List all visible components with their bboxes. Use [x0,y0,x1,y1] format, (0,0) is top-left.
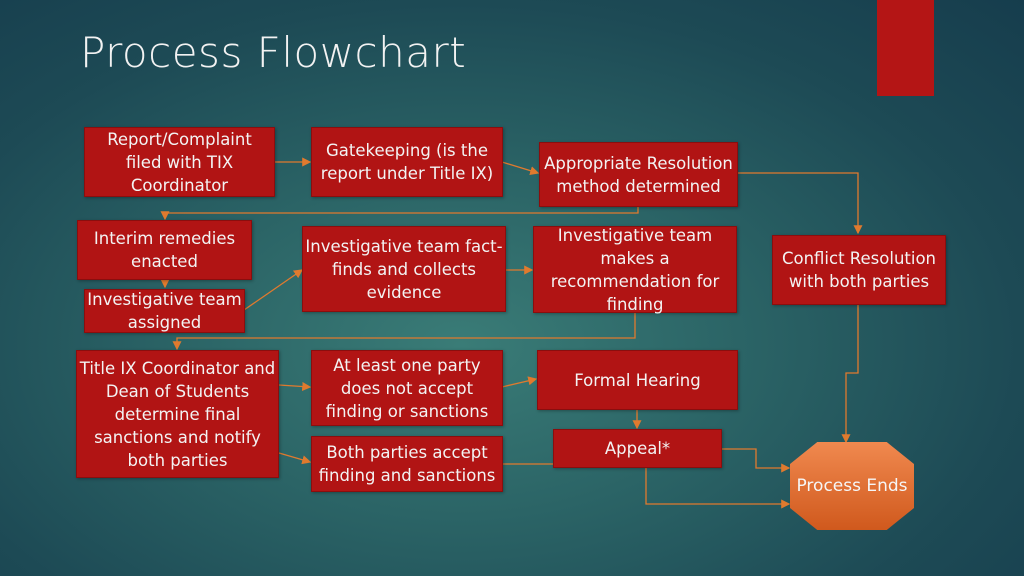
node-process-ends: Process Ends [790,442,914,530]
node-both-accept: Both parties accept finding and sanction… [311,436,503,492]
node-recommendation: Investigative team makes a recommendatio… [533,226,737,314]
node-appeal: Appeal* [553,429,722,468]
node-gatekeeping: Gatekeeping (is the report under Title I… [311,127,503,197]
node-not-accept: At least one party does not accept findi… [311,350,503,426]
node-conflict-resolution: Conflict Resolution with both parties [772,235,946,305]
accent-bar [877,0,934,96]
node-interim-remedies: Interim remedies enacted [77,220,252,280]
node-report-complaint: Report/Complaint filed with TIX Coordina… [84,127,275,197]
slide-title: Process Flowchart [80,28,467,77]
node-formal-hearing: Formal Hearing [537,350,738,410]
node-resolution-method: Appropriate Resolution method determined [539,142,738,207]
node-final-sanctions: Title IX Coordinator and Dean of Student… [76,350,279,478]
node-fact-finds: Investigative team fact-finds and collec… [302,226,506,312]
node-team-assigned: Investigative team assigned [84,289,245,333]
